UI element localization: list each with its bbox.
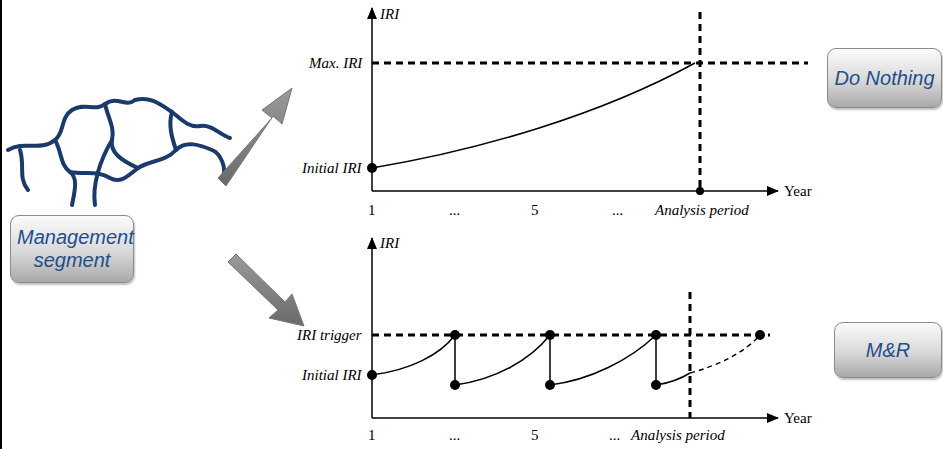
axis-label: IRI trigger (297, 327, 362, 344)
axis-label: 5 (531, 427, 539, 444)
flow-arrow (228, 254, 304, 326)
road-network (8, 99, 230, 205)
frame-line (0, 0, 2, 449)
do-nothing-chart (367, 8, 808, 195)
axis-label: IRI (380, 6, 399, 23)
axis-label: Initial IRI (302, 160, 362, 177)
segment-box: Management segment (10, 215, 134, 283)
axis-label: 5 (531, 202, 539, 219)
mr-chart (367, 238, 778, 418)
axis-label: Analysis period (653, 202, 751, 219)
node-text: Do Nothing (834, 67, 934, 90)
axis-label: Year (784, 410, 812, 427)
do-nothing-box: Do Nothing (827, 48, 942, 108)
flow-arrow (218, 88, 292, 186)
axis-label: Analysis period (629, 427, 727, 444)
axis-label: 1 (368, 202, 376, 219)
axis-label: Year (784, 183, 812, 200)
axis-label: ... (449, 202, 460, 219)
axis-label: ... (609, 427, 620, 444)
mr-box: M&R (834, 322, 942, 378)
axis-label: Max. IRI (309, 55, 362, 72)
axis-label: 1 (368, 427, 376, 444)
node-text: M&R (866, 339, 910, 362)
axis-label: ... (612, 202, 623, 219)
axis-label: Initial IRI (302, 367, 362, 384)
axis-label: ... (449, 427, 460, 444)
axis-label: IRI (380, 235, 399, 252)
node-text: Management segment (17, 226, 127, 272)
